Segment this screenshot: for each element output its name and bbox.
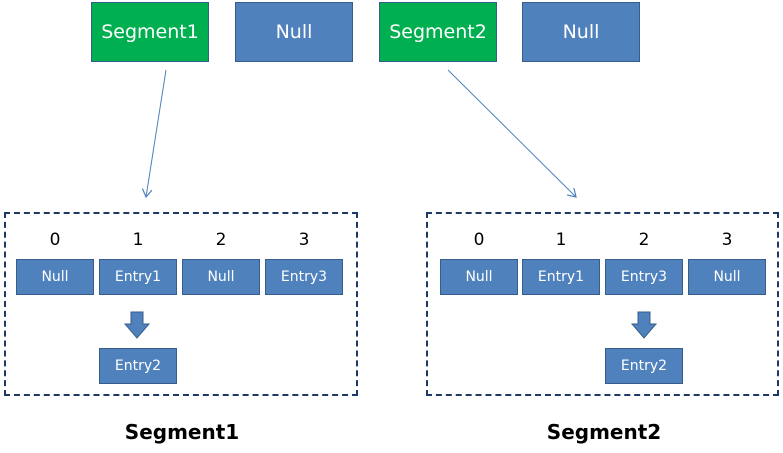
segment1-caption: Segment1 [124, 420, 240, 444]
segment2-caption: Segment2 [546, 420, 662, 444]
segment1-index-1: 1 [132, 230, 144, 250]
top-null-box-1: Null [235, 2, 353, 62]
segment1-cell-2: Null [182, 259, 260, 295]
segment2-cell-0: Null [440, 259, 518, 295]
segment2-cell-3: Null [688, 259, 766, 295]
segment1-cell-0: Null [16, 259, 94, 295]
segment2-container [426, 212, 779, 396]
segment1-cell-1: Entry1 [99, 259, 177, 295]
segment1-pointer-arrow [146, 69, 167, 197]
segment2-chained-entry: Entry2 [605, 348, 683, 384]
segment1-chain-arrow [123, 311, 151, 339]
segment2-index-1: 1 [555, 230, 567, 250]
segment2-index-3: 3 [721, 230, 733, 250]
segment1-container [4, 212, 358, 396]
segment1-chained-entry: Entry2 [99, 348, 177, 384]
top-segment2-box: Segment2 [379, 2, 497, 62]
segment1-index-2: 2 [215, 230, 227, 250]
top-segment1-box: Segment1 [91, 2, 209, 62]
top-null-box-2: Null [522, 2, 640, 62]
segment2-index-0: 0 [473, 230, 485, 250]
segment1-index-0: 0 [49, 230, 61, 250]
segment1-cell-3: Entry3 [265, 259, 343, 295]
segment2-index-2: 2 [638, 230, 650, 250]
segment2-chain-arrow [630, 311, 658, 339]
segment2-pointer-arrow [447, 69, 576, 197]
segment2-cell-1: Entry1 [522, 259, 600, 295]
segment1-index-3: 3 [298, 230, 310, 250]
segment2-cell-2: Entry3 [605, 259, 683, 295]
